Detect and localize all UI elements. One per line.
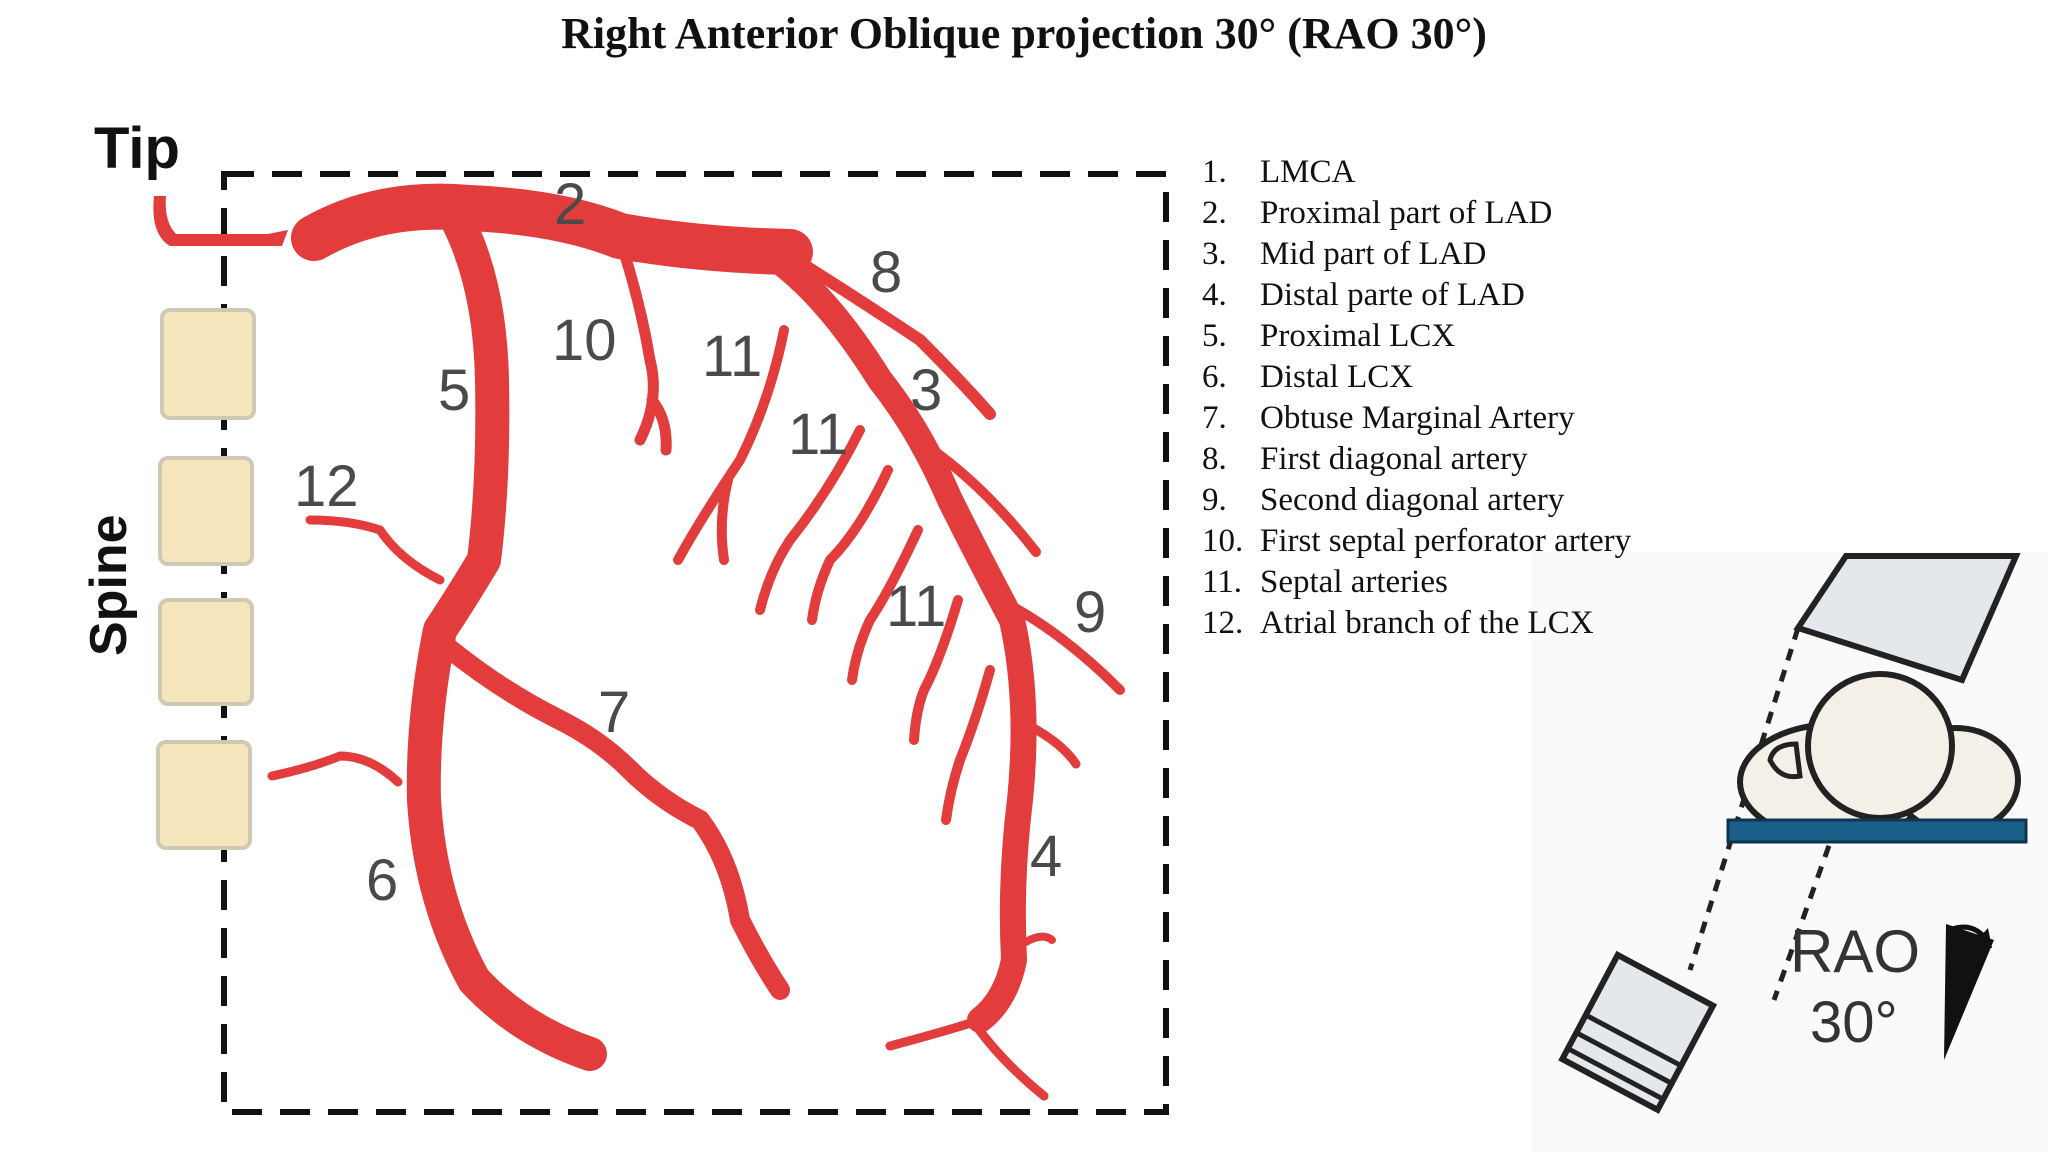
lad-distal — [885, 1015, 985, 1051]
vertebra — [160, 308, 256, 420]
legend-item: 11.Septal arteries — [1202, 564, 1448, 600]
obtuse-marginal — [436, 636, 790, 1000]
segment-number: 2 — [554, 172, 586, 237]
projection-label-line2: 30° — [1810, 990, 1898, 1055]
second-diagonal — [913, 435, 1041, 557]
first-septal — [614, 234, 672, 456]
segment-number: 6 — [366, 848, 398, 913]
septal-b — [755, 425, 865, 615]
lad-distal-twig — [1010, 932, 1056, 954]
segment-number: 4 — [1030, 824, 1062, 889]
segment-number: 5 — [438, 358, 470, 423]
projection-illustration: RAO 30° — [1532, 552, 2048, 1152]
legend-item: 7.Obtuse Marginal Artery — [1202, 400, 1575, 436]
segment-number: 12 — [294, 454, 359, 519]
lad-distal-fork — [970, 1019, 1049, 1101]
vertebra — [158, 456, 254, 566]
detector-panel — [1793, 553, 2021, 684]
legend-item: 4.Distal parte of LAD — [1202, 277, 1525, 313]
septal-c — [807, 465, 893, 625]
rotation-arrow-icon — [1944, 924, 1994, 1060]
legend-item: 2.Proximal part of LAD — [1202, 195, 1553, 231]
vertebra — [158, 598, 254, 706]
patient-head — [1805, 671, 1955, 821]
segment-number: 10 — [552, 308, 617, 373]
segment-number: 11 — [702, 324, 762, 389]
segment-number: 3 — [910, 358, 942, 423]
xray-tube — [1558, 950, 1718, 1114]
segment-number: 11 — [788, 402, 848, 467]
atrial-branch — [305, 515, 445, 585]
segment-number: 11 — [886, 574, 946, 639]
first-diagonal — [784, 250, 996, 420]
legend-item: 6.Distal LCX — [1202, 359, 1414, 395]
patient-table — [1726, 818, 2028, 844]
legend-item: 10.First septal perforator artery — [1202, 523, 1632, 559]
septal-d — [847, 525, 923, 685]
septal-e — [909, 595, 963, 745]
segment-number: 7 — [598, 680, 630, 745]
lad-side-twig — [1013, 715, 1081, 769]
spine-label: Spine — [80, 514, 138, 656]
segment-number: 8 — [870, 240, 902, 305]
segment-number: 9 — [1074, 580, 1106, 645]
lad-vessel — [587, 223, 1037, 1033]
legend-item: 8.First diagonal artery — [1202, 441, 1528, 477]
legend-item: 12.Atrial branch of the LCX — [1202, 605, 1594, 641]
legend-item: 5.Proximal LCX — [1202, 318, 1456, 354]
septal-a — [673, 325, 789, 565]
legend-item: 1.LMCA — [1202, 154, 1356, 190]
legend-list: 1.LMCA 2.Proximal part of LAD 3.Mid part… — [1202, 152, 1660, 644]
catheter-tip — [153, 196, 288, 246]
septal-f — [941, 665, 995, 825]
diagonal-9 — [995, 595, 1125, 695]
projection-label-line1: RAO — [1790, 918, 1920, 985]
lcx-side-branch — [267, 751, 403, 787]
diagram-title: Right Anterior Oblique projection 30° (R… — [561, 9, 1487, 58]
legend-item: 3.Mid part of LAD — [1202, 236, 1487, 272]
vertebra — [156, 740, 252, 850]
legend-item: 9.Second diagonal artery — [1202, 482, 1565, 518]
tip-label: Tip — [94, 116, 180, 181]
spine-vertebrae — [156, 308, 256, 850]
lcx-vessel — [406, 197, 607, 1071]
